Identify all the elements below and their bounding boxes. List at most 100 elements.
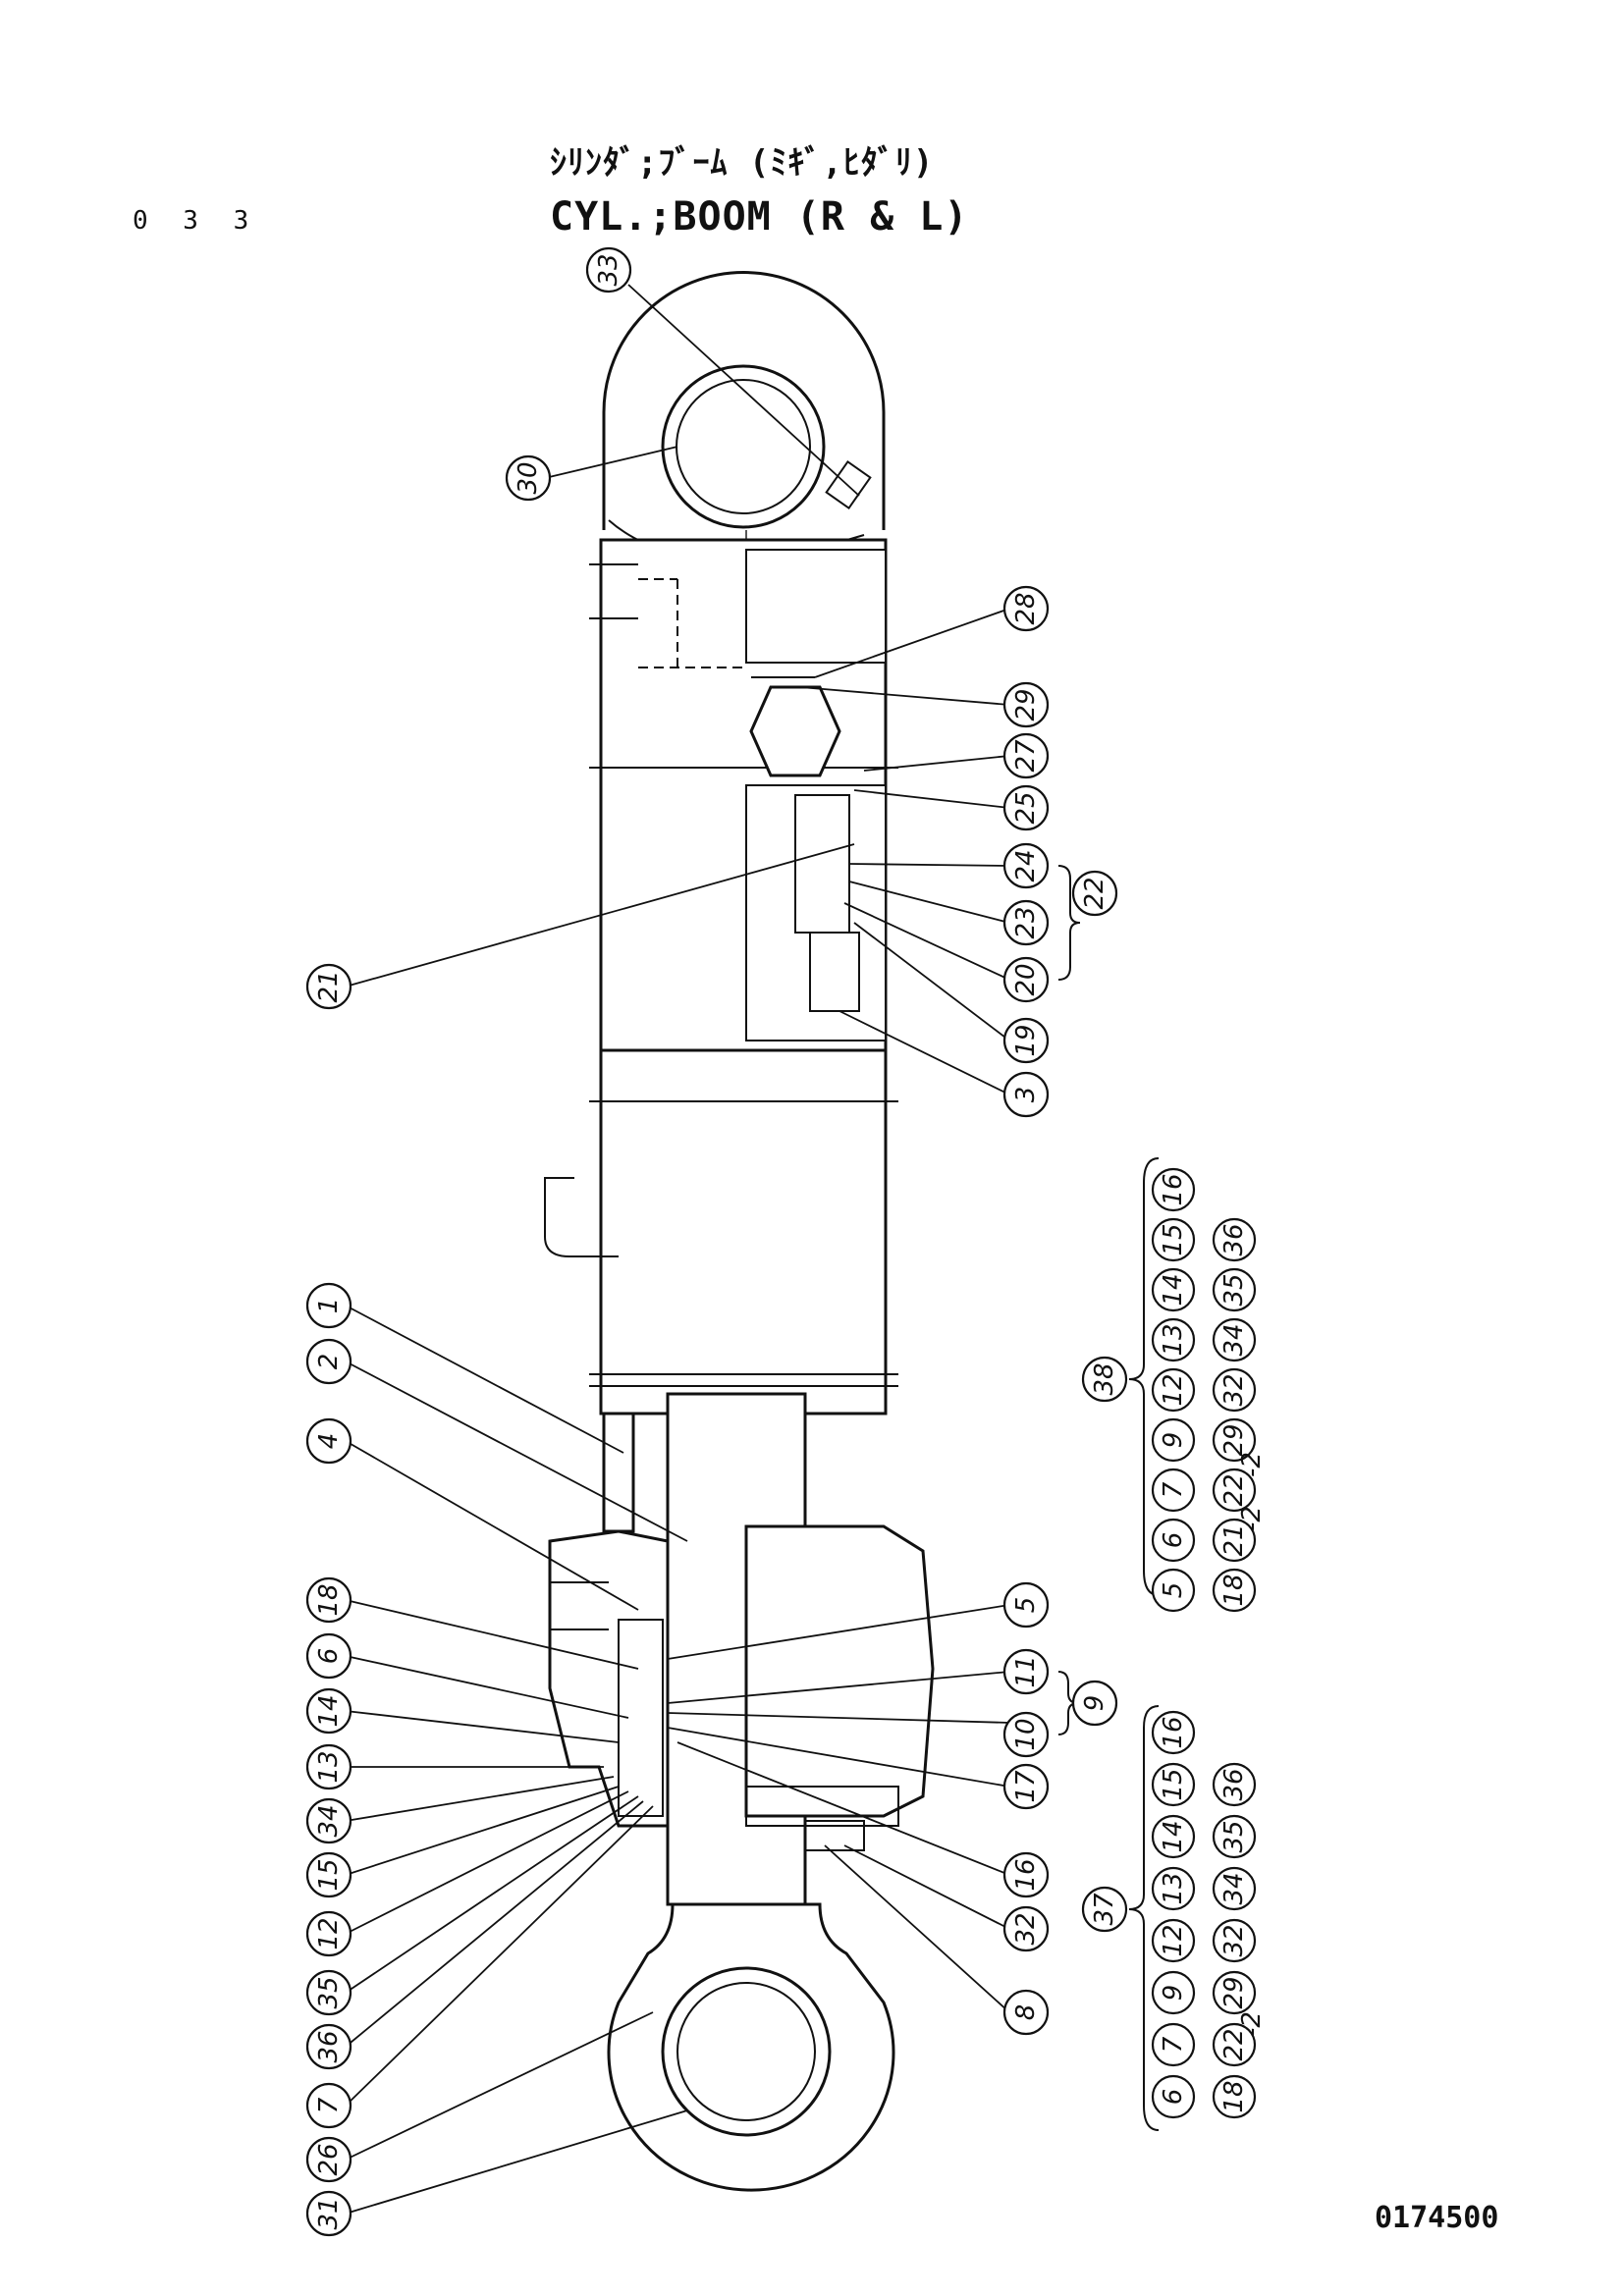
kit37-item-7-circle bbox=[1151, 2022, 1196, 2067]
callout-left-6-circle bbox=[305, 1632, 352, 1680]
callout-left-31: 31 bbox=[305, 2190, 352, 2237]
callout-right-17: 17 bbox=[1002, 1763, 1050, 1810]
kit37-item2-35-label: 35 bbox=[1219, 1820, 1249, 1852]
kit37-item-6: 6 bbox=[1151, 2074, 1196, 2119]
kit37-item-6-label: 6 bbox=[1159, 2089, 1188, 2106]
callout-right-25: 25 bbox=[1002, 784, 1050, 831]
kit37-item2-18-label: 18 bbox=[1219, 2080, 1249, 2112]
callout-left-4-label: 4 bbox=[314, 1433, 344, 1450]
kit38-label-circle bbox=[1081, 1356, 1128, 1403]
callout-left-18: 18 bbox=[305, 1576, 352, 1624]
kit38-item-16-circle bbox=[1151, 1167, 1196, 1212]
callout-left-30-label: 30 bbox=[514, 461, 543, 494]
callout-left-15-label: 15 bbox=[314, 1858, 344, 1891]
kit38-item2-18-label: 18 bbox=[1219, 1574, 1249, 1606]
callout-left-35-label: 35 bbox=[314, 1976, 344, 2008]
callout-left-33: 33 bbox=[585, 246, 632, 294]
kit37-item-14-label: 14 bbox=[1159, 1820, 1188, 1852]
callout-left-7: 7 bbox=[305, 2082, 352, 2129]
kit38-item2-29: 29 bbox=[1212, 1417, 1257, 1463]
kit37-item2-32-label: 32 bbox=[1219, 1924, 1249, 1956]
callout-left-26-circle bbox=[305, 2136, 352, 2183]
piston-rod bbox=[548, 1392, 935, 1906]
callout-right-17-circle bbox=[1002, 1763, 1050, 1810]
callout-right-27: 27 bbox=[1002, 732, 1050, 779]
head-eye bbox=[602, 271, 886, 561]
callout-left-14: 14 bbox=[305, 1687, 352, 1735]
kit38-item-12: 12 bbox=[1151, 1367, 1196, 1413]
kit37-item-15-circle bbox=[1151, 1762, 1196, 1807]
cylinder-tube bbox=[544, 538, 898, 1415]
callout-left-2-circle bbox=[305, 1338, 352, 1385]
kit37-item-13-label: 13 bbox=[1159, 1872, 1188, 1904]
callout-right-22-circle bbox=[1071, 870, 1118, 917]
callout-right-8: 8 bbox=[1002, 1989, 1050, 2036]
callout-right-10-label: 10 bbox=[1011, 1718, 1041, 1750]
callout-right-16-label: 16 bbox=[1011, 1858, 1041, 1891]
callout-left-21-label: 21 bbox=[314, 970, 344, 1002]
kit38-item-6-label: 6 bbox=[1159, 1532, 1188, 1549]
callout-left-34-circle bbox=[305, 1797, 352, 1844]
callout-left-31-label: 31 bbox=[314, 2197, 344, 2229]
callout-right-23: 23 bbox=[1002, 899, 1050, 946]
callout-left-13-label: 13 bbox=[314, 1750, 344, 1783]
callout-left-21-circle bbox=[305, 963, 352, 1010]
callout-right-23-circle bbox=[1002, 899, 1050, 946]
callout-left-15: 15 bbox=[305, 1851, 352, 1898]
callout-left-18-circle bbox=[305, 1576, 352, 1624]
callout-left-6-label: 6 bbox=[314, 1648, 344, 1665]
callout-right-9-label: 9 bbox=[1080, 1695, 1109, 1712]
callout-left-4-circle bbox=[305, 1417, 352, 1465]
kit38-item-15-circle bbox=[1151, 1217, 1196, 1262]
kit37-label: 37 bbox=[1081, 1886, 1128, 1933]
callout-left-30: 30 bbox=[505, 454, 552, 502]
kit38-item2-29-label: 29 bbox=[1219, 1423, 1249, 1456]
kit37-item2-36: 36 bbox=[1212, 1762, 1257, 1807]
kit37-item-9-circle bbox=[1151, 1970, 1196, 2015]
callout-right-5-circle bbox=[1002, 1581, 1050, 1629]
kit38-item2-21-circle bbox=[1212, 1518, 1257, 1563]
callout-left-2: 2 bbox=[305, 1338, 352, 1385]
kit37-label-label: 37 bbox=[1090, 1893, 1119, 1926]
callout-left-34: 34 bbox=[305, 1797, 352, 1844]
callout-right-11-circle bbox=[1002, 1648, 1050, 1695]
callout-right-20-label: 20 bbox=[1011, 963, 1041, 995]
kit38-item2-34-label: 34 bbox=[1219, 1323, 1249, 1356]
kit37-item-12-label: 12 bbox=[1159, 1924, 1188, 1956]
kit38-item-6-circle bbox=[1151, 1518, 1196, 1563]
kit37-item2-32: 32 bbox=[1212, 1918, 1257, 1963]
kit37-item-16: 16 bbox=[1151, 1710, 1196, 1755]
kit38-item2-32: 32 bbox=[1212, 1367, 1257, 1413]
callout-left-35-circle bbox=[305, 1969, 352, 2016]
kit37-item-9-label: 9 bbox=[1159, 1985, 1188, 2002]
kit38-item2-22: 22 bbox=[1212, 1468, 1257, 1513]
callout-right-19-circle bbox=[1002, 1017, 1050, 1064]
callout-left-4: 4 bbox=[305, 1417, 352, 1465]
kit37-item2-22-label: 22 bbox=[1219, 2028, 1249, 2060]
callout-left-36-circle bbox=[305, 2023, 352, 2070]
kit37-item2-36-label: 36 bbox=[1219, 1768, 1249, 1800]
callout-left-30-circle bbox=[505, 454, 552, 502]
kit38-item-13-label: 13 bbox=[1159, 1323, 1188, 1356]
callout-right-3-circle bbox=[1002, 1071, 1050, 1118]
kit37-item2-32-circle bbox=[1212, 1918, 1257, 1963]
callout-right-28-label: 28 bbox=[1011, 592, 1041, 624]
kit38-item2-36: 36 bbox=[1212, 1217, 1257, 1262]
callout-left-1-label: 1 bbox=[314, 1298, 344, 1314]
kit37-item2-22: 22 bbox=[1212, 2022, 1257, 2067]
kit38-item2-35-label: 35 bbox=[1219, 1273, 1249, 1306]
kit38-item2-32-circle bbox=[1212, 1367, 1257, 1413]
callout-right-3-label: 3 bbox=[1011, 1087, 1041, 1103]
callout-right-32-label: 32 bbox=[1011, 1912, 1041, 1945]
callout-left-15-circle bbox=[305, 1851, 352, 1898]
callout-left-33-circle bbox=[585, 246, 632, 294]
callout-right-20: 20 bbox=[1002, 956, 1050, 1003]
callout-left-31-circle bbox=[305, 2190, 352, 2237]
kit37-item-6-circle bbox=[1151, 2074, 1196, 2119]
callout-left-13: 13 bbox=[305, 1743, 352, 1790]
